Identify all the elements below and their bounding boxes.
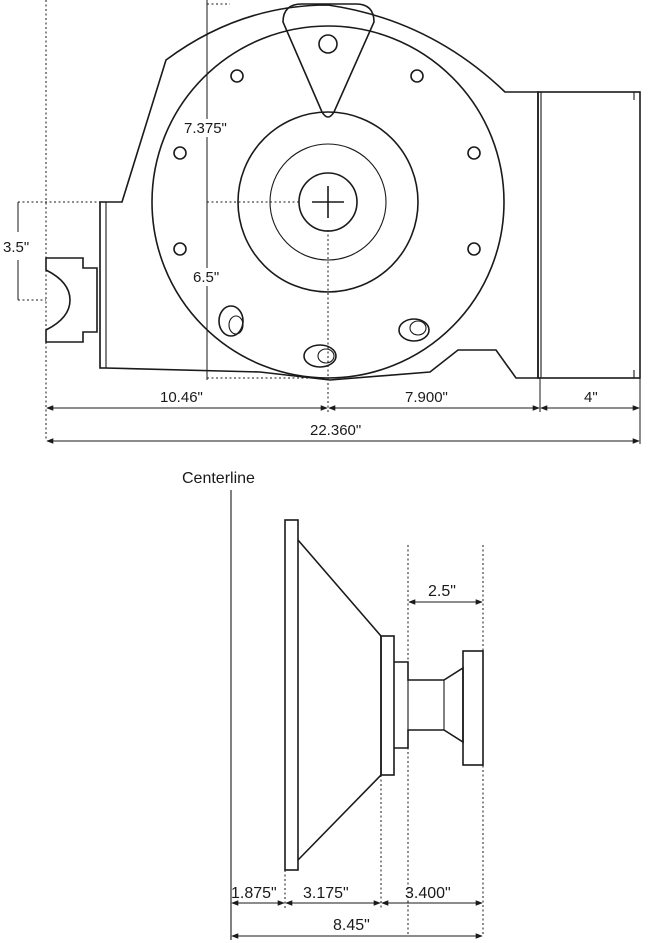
drum-flange [151, 25, 505, 379]
left-mount [45, 257, 98, 343]
side-flange-plate [284, 519, 299, 871]
bolt-hole [467, 146, 481, 160]
side-end-flange [462, 650, 484, 766]
bolt-hole [410, 69, 424, 83]
label-overall-width: 8.45" [333, 917, 370, 934]
lifting-eye-hole [318, 34, 338, 54]
side-view: Centerline 2.5" 1.875" 3.175" 3.400" 8.4… [182, 470, 484, 940]
label-offset-b: 3.175" [303, 885, 349, 902]
hub-ring-outer [237, 111, 419, 293]
side-hub-plate [380, 635, 395, 776]
label-mid-length: 7.900" [405, 389, 448, 406]
oval-slot [398, 318, 430, 342]
label-left-length: 10.46" [160, 389, 203, 406]
oval-slot [218, 305, 244, 337]
label-bg [183, 119, 237, 137]
label-offset-c: 3.400" [405, 885, 451, 902]
bolt-hole [173, 146, 187, 160]
label-motor-length: 4" [584, 389, 598, 406]
label-mount-height: 3.5" [3, 239, 29, 256]
label-offset-a: 1.875" [231, 885, 277, 902]
side-conical-drum [297, 539, 382, 861]
side-spool [394, 661, 464, 749]
label-height-upper: 7.375" [184, 120, 227, 137]
oval-slot [303, 344, 337, 368]
bolt-hole [467, 242, 481, 256]
bolt-hole [173, 242, 187, 256]
top-view: 7.375" 6.5" 3.5" 10.46" 7.900" 4" 22.360… [3, 0, 641, 444]
motor-housing [537, 91, 641, 379]
left-plate [99, 201, 107, 369]
label-height-lower: 6.5" [193, 269, 219, 286]
label-spool-width: 2.5" [428, 583, 456, 600]
label-overall-length: 22.360" [310, 422, 361, 439]
housing-outline [99, 4, 539, 381]
bolt-hole [230, 69, 244, 83]
lifting-eye [282, 3, 375, 118]
label-bg [192, 268, 226, 286]
label-centerline: Centerline [182, 470, 255, 487]
